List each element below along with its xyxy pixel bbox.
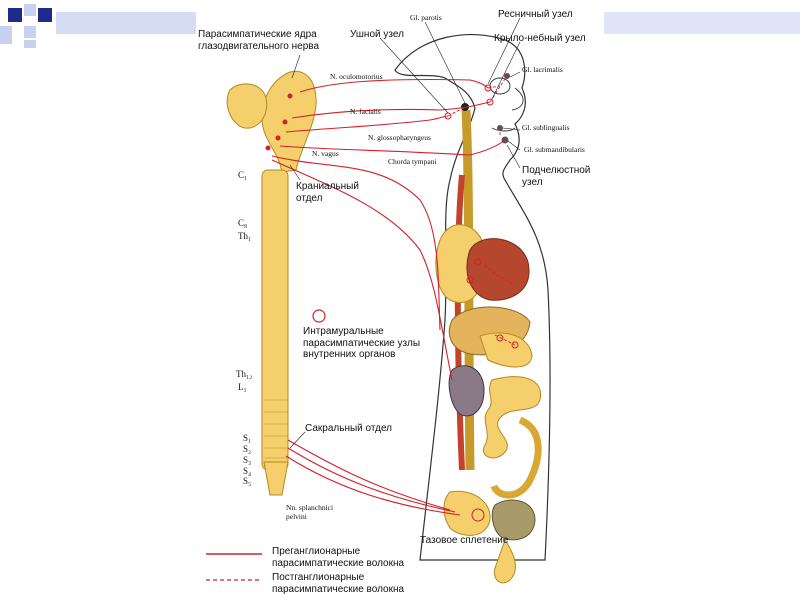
label-s2: S₂ <box>243 444 252 454</box>
header-bar-left <box>56 12 196 34</box>
nucleus-dot-1 <box>287 93 293 99</box>
cerebellum <box>226 83 268 129</box>
label-submandibular-ganglion: Подчелюстной узел <box>522 165 591 188</box>
label-th12: Th₁₂ <box>236 369 253 379</box>
label-s4: S₄ <box>243 466 252 476</box>
label-n-oculomotorius: N. oculomotorius <box>330 72 383 81</box>
preganglionic-fibers <box>271 78 506 516</box>
corner-square-light-1 <box>24 4 36 16</box>
label-pterygopalatine-ganglion: Крыло-небный узел <box>494 33 586 44</box>
label-l1: L₁ <box>238 382 247 392</box>
label-n-facialis: N. facialis <box>350 107 381 116</box>
label-gl-parotis: Gl. parotis <box>410 13 442 22</box>
corner-square-dark-2 <box>38 8 52 22</box>
label-ciliary-ganglion: Ресничный узел <box>498 9 573 20</box>
conus <box>263 461 289 496</box>
label-otic-ganglion: Ушной узел <box>350 29 404 40</box>
sacral-segments <box>264 399 288 459</box>
label-c8: C₈ <box>238 218 248 228</box>
stomach <box>479 332 533 368</box>
legend-preganglionic-label: Преганглионарные парасимпатические волок… <box>272 546 405 569</box>
label-parasympathetic-nuclei: Парасимпатические ядра глазодвигательног… <box>198 29 320 52</box>
label-n-vagus: N. vagus <box>312 149 339 158</box>
label-n-glossopharyngeus: N. glossopharyngeus <box>368 133 431 142</box>
label-gl-sublingualis: Gl. sublingualis <box>522 123 570 132</box>
legend-postganglionic-label: Постганглионарные парасимпатические воло… <box>272 572 405 595</box>
label-chorda-tympani: Chorda tympani <box>388 157 437 166</box>
intestines <box>482 376 542 459</box>
nucleus-dot-3 <box>275 135 281 141</box>
label-cranial-division: Краниальный отдел <box>296 181 359 204</box>
label-gl-submandibularis: Gl. submandibularis <box>524 145 585 154</box>
label-gl-lacrimalis: Gl. lacrimalis <box>522 65 563 74</box>
ciliary-ganglion-dot <box>484 84 492 92</box>
legend-intramural-circle <box>312 309 326 323</box>
colon <box>490 416 542 499</box>
pterygopalatine-ganglion-dot <box>486 98 494 106</box>
label-sacral-division: Сакральный отдел <box>305 423 393 434</box>
spinal-cord <box>261 169 289 471</box>
header-bar-right <box>604 12 800 34</box>
label-intramural-ganglia: Интрамуральные парасимпатические узлы вн… <box>303 326 421 360</box>
bladder <box>491 499 536 541</box>
leader-lines <box>289 17 521 449</box>
corner-square-light-4 <box>24 40 36 48</box>
mouth-shape <box>491 127 516 132</box>
label-s1: S₁ <box>243 433 252 443</box>
label-th1: Th₁ <box>238 231 252 241</box>
nucleus-dot-4 <box>265 145 271 151</box>
nucleus-dot-2 <box>282 119 288 125</box>
corner-square-light-3 <box>24 26 36 38</box>
corner-square-light-2 <box>0 26 12 44</box>
label-s3: S₃ <box>243 455 252 465</box>
label-c1: C₁ <box>238 170 248 180</box>
nose-shape <box>511 87 524 111</box>
heart <box>466 238 530 301</box>
label-s5: S₅ <box>243 476 252 486</box>
intramural-ganglia <box>466 258 519 522</box>
genital-organ <box>493 538 516 584</box>
brainstem <box>261 70 317 173</box>
label-pelvic-plexus: Тазовое сплетение <box>420 535 509 546</box>
label-nn-splanchnici-pelvini: Nn. splanchnici pelvini <box>286 503 334 521</box>
spleen-kidney <box>448 365 485 417</box>
corner-square-dark-1 <box>8 8 22 22</box>
